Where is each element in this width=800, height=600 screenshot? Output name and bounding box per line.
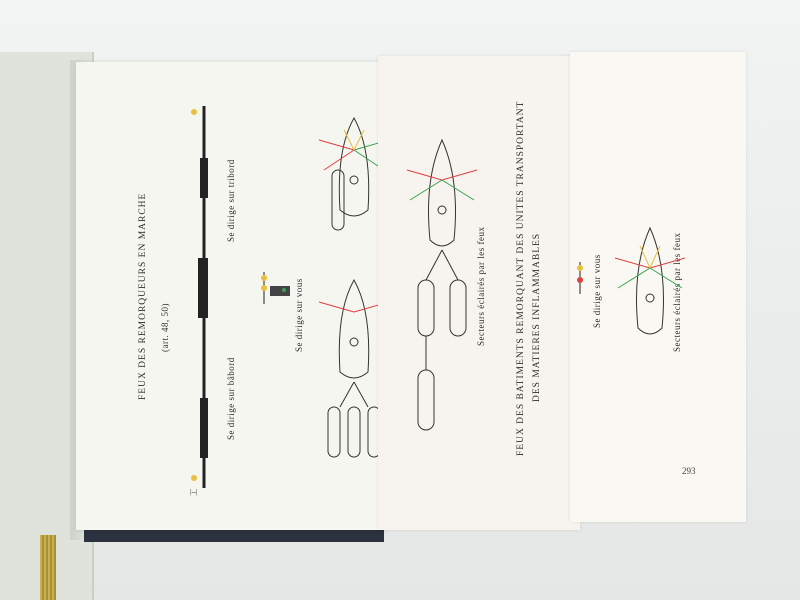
page-left-subtitle: (art. 48, 50) (160, 303, 170, 352)
label-babord: Se dirige sur bâbord (226, 357, 236, 440)
tug-profile-diagram: |--| (190, 106, 208, 496)
bookmark-tassel (40, 535, 56, 600)
book-spine (84, 530, 384, 542)
mast-lights-diagram (261, 272, 290, 304)
ship-sector-diagram-2 (614, 226, 686, 335)
page-right: Se dirige sur vous Secteurs éclairés par… (570, 52, 746, 522)
label-tribord: Se dirige sur tribord (226, 159, 236, 242)
svg-text:|--|: |--| (190, 488, 197, 496)
page-middle-subtitle: DES MATIERES INFLAMMABLES (532, 232, 542, 402)
ship-tow-diagram-2 (406, 138, 478, 431)
page-middle-title: FEUX DES BATIMENTS REMORQUANT DES UNITES… (516, 100, 526, 456)
page-left-title: FEUX DES REMORQUEURS EN MARCHE (138, 192, 148, 400)
page-number: 293 (682, 466, 696, 476)
ship-tow-diagram-1 (318, 278, 390, 458)
page-middle: Secteurs éclairés par les feux FEUX DES … (378, 56, 580, 530)
mast-lights-diagram-2 (577, 262, 583, 294)
page-left: FEUX DES REMORQUEURS EN MARCHE (art. 48,… (76, 62, 390, 530)
